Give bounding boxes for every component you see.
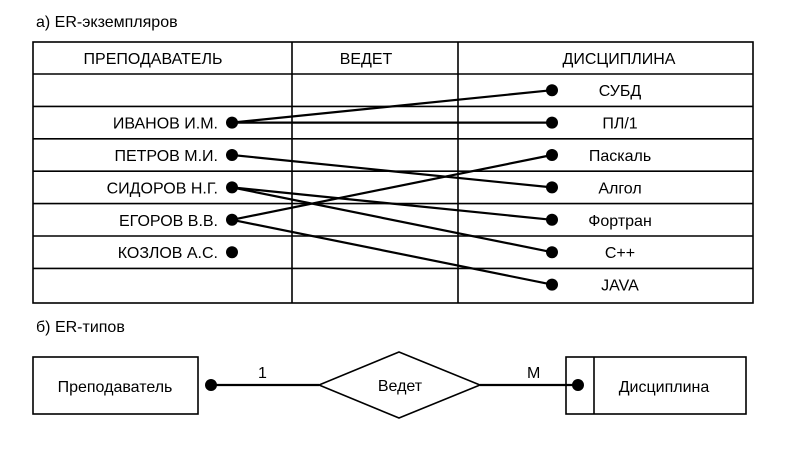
cardinality-many: М	[527, 365, 540, 382]
teacher-dot	[226, 246, 238, 259]
discipline-label: С++	[605, 245, 635, 262]
table-border	[32, 41, 754, 304]
link-line	[231, 89, 553, 124]
link-line	[231, 186, 553, 221]
discipline-dot	[546, 84, 558, 97]
teacher-label: КОЗЛОВ А.С.	[118, 245, 218, 262]
section-a-title: а) ER-экземпляров	[36, 14, 178, 31]
discipline-endpoint-dot	[572, 379, 584, 391]
entity-teacher-label: Преподаватель	[58, 379, 173, 396]
discipline-dot	[546, 149, 558, 161]
header-leads: ВЕДЕТ	[340, 51, 393, 68]
link-line	[231, 218, 553, 286]
teacher-dot	[226, 116, 238, 129]
discipline-dot	[546, 181, 558, 194]
teacher-label: СИДОРОВ Н.Г.	[107, 180, 218, 197]
discipline-label: ПЛ/1	[602, 116, 637, 133]
header-teacher: ПРЕПОДАВАТЕЛЬ	[84, 51, 223, 68]
teacher-dot	[226, 149, 238, 161]
er-types-diagram: Преподаватель Ведет 1 М Дисциплина	[32, 351, 747, 419]
discipline-label: JAVA	[601, 278, 639, 295]
entity-teacher-box	[32, 356, 199, 415]
discipline-dot	[546, 116, 558, 129]
discipline-label: СУБД	[599, 83, 642, 100]
section-b-title: б) ER-типов	[36, 319, 125, 336]
teacher-label: ИВАНОВ И.М.	[113, 116, 218, 133]
discipline-dot	[546, 213, 558, 226]
link-line	[231, 153, 553, 221]
discipline-label: Фортран	[588, 213, 652, 230]
relationship-label: Ведет	[378, 378, 423, 395]
link-line	[231, 153, 553, 189]
teacher-dot	[226, 181, 238, 194]
link-line	[231, 186, 553, 254]
discipline-label: Паскаль	[589, 148, 651, 165]
discipline-label: Алгол	[598, 180, 641, 197]
teacher-dot	[226, 213, 238, 226]
teacher-label: ПЕТРОВ М.И.	[114, 148, 218, 165]
discipline-dot	[546, 246, 558, 259]
entity-discipline-box	[565, 356, 747, 415]
teacher-labels: ИВАНОВ И.М. ПЕТРОВ М.И. СИДОРОВ Н.Г. ЕГОРОВ…	[107, 116, 238, 262]
cardinality-one: 1	[258, 365, 267, 382]
discipline-dot	[546, 278, 558, 291]
teacher-label: ЕГОРОВ В.В.	[119, 213, 218, 230]
link-lines	[231, 89, 553, 286]
entity-discipline-label: Дисциплина	[619, 379, 710, 396]
instances-table: ПРЕПОДАВАТЕЛЬ ВЕДЕТ ДИСЦИПЛИНА	[32, 41, 754, 304]
header-discipline: ДИСЦИПЛИНА	[563, 51, 676, 68]
